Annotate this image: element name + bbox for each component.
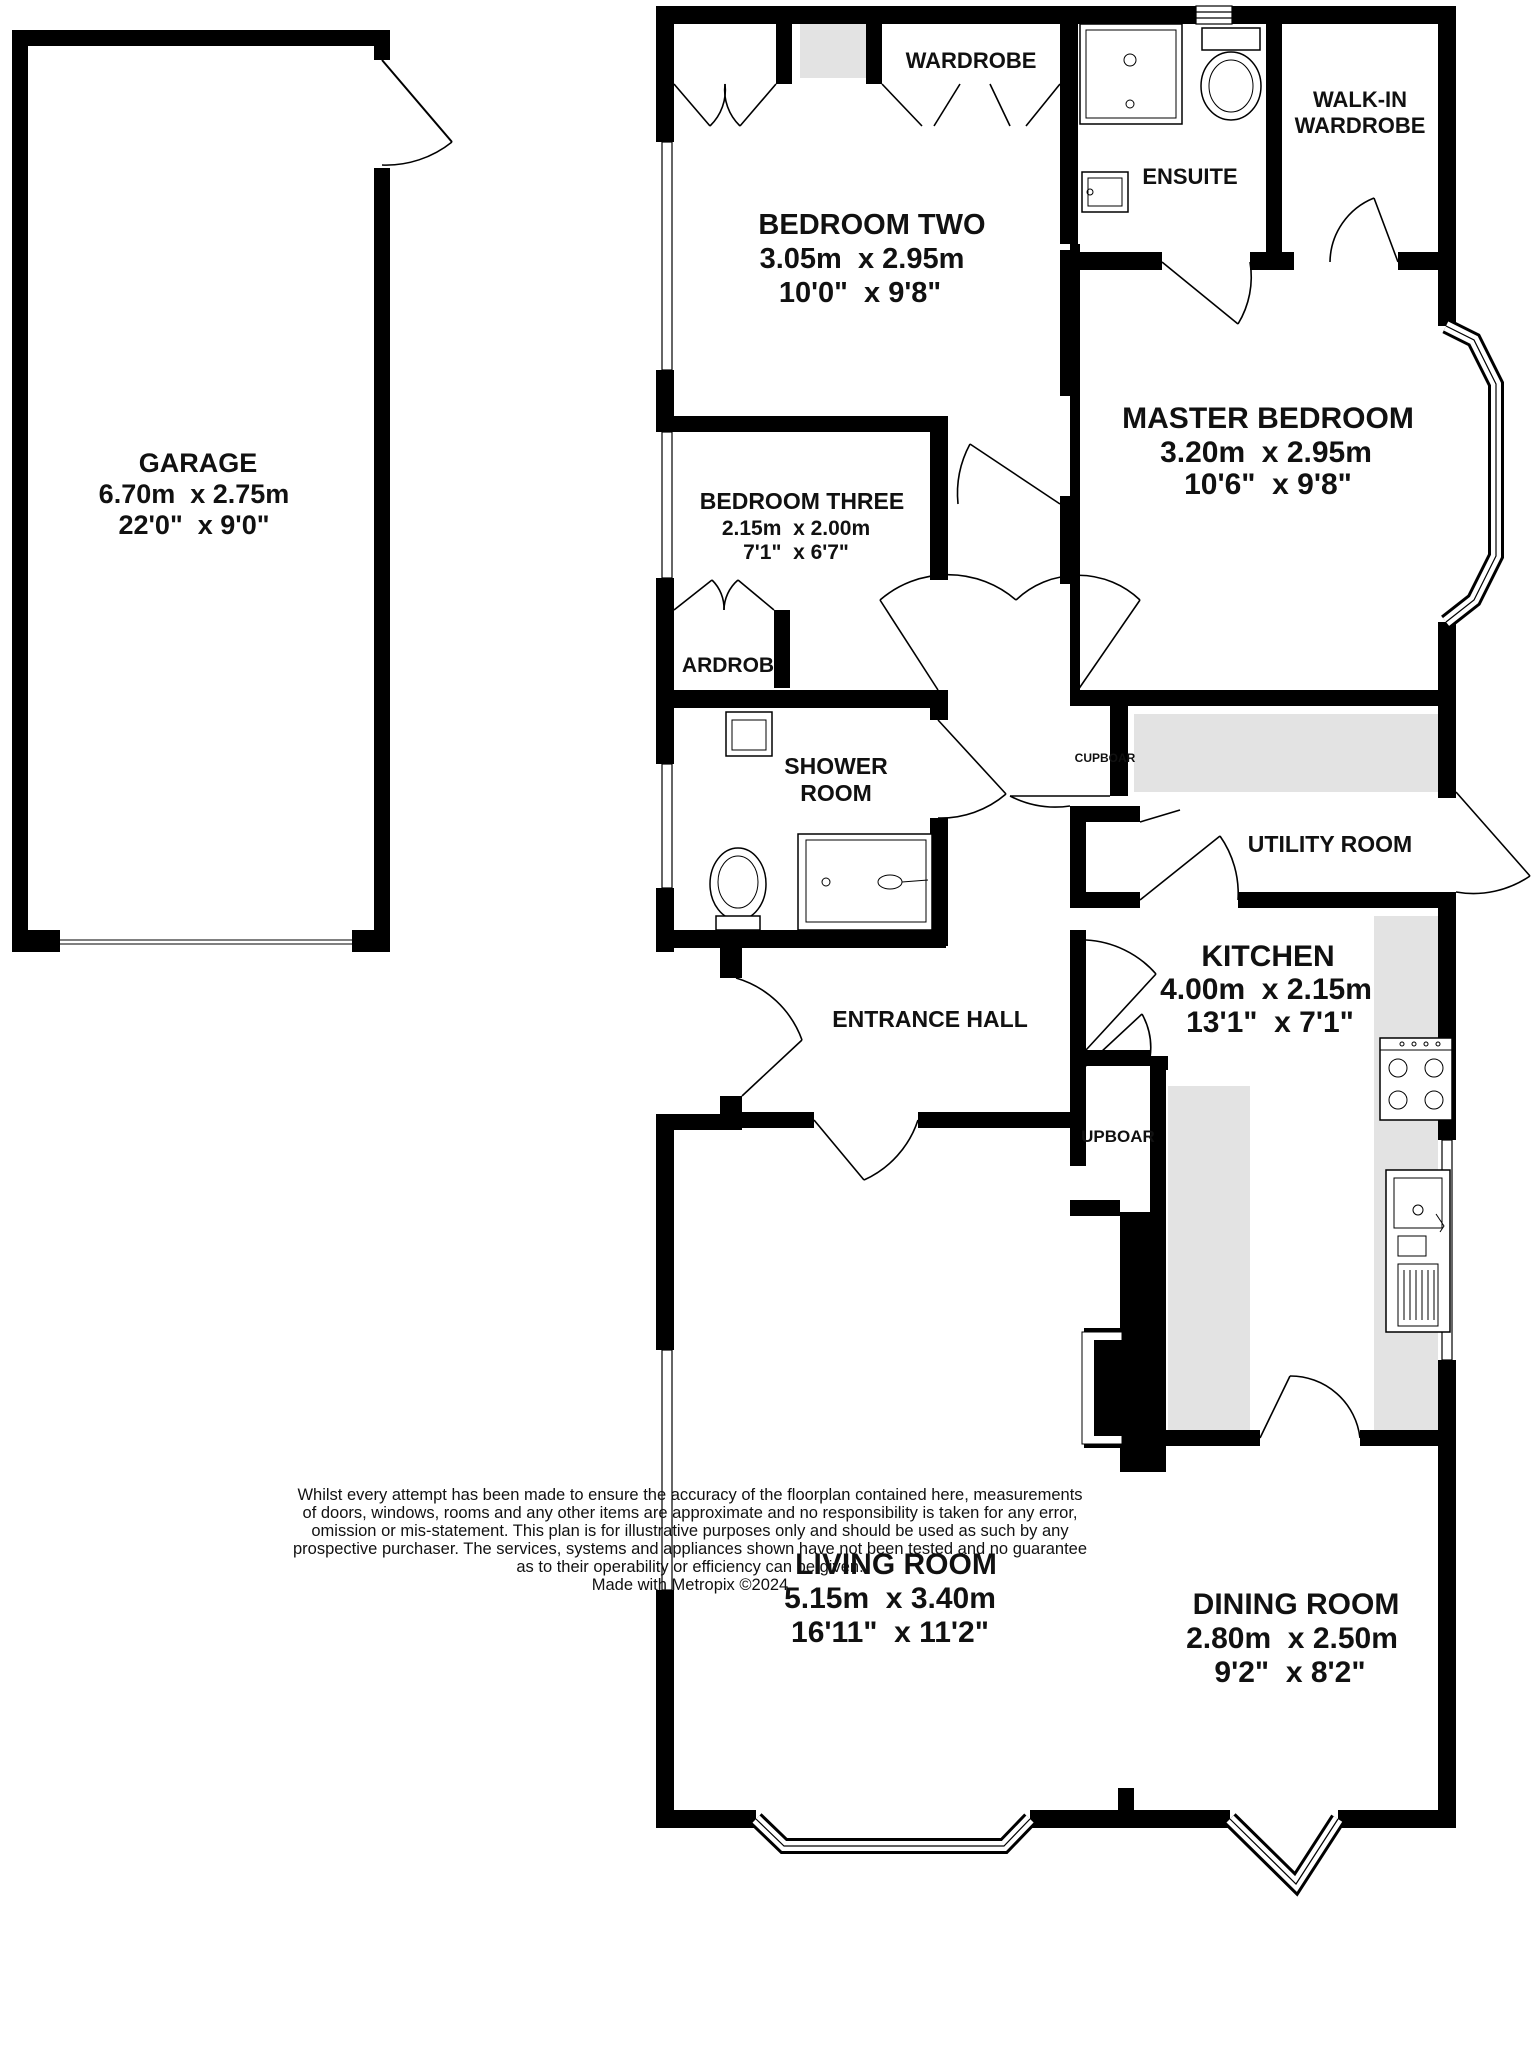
walk-in-label-1: WALK-IN xyxy=(1313,87,1407,112)
fireplace-icon xyxy=(1081,1331,1123,1445)
dining-room-metric: 2.80m x 2.50m xyxy=(1186,1622,1398,1655)
ensuite-shower-icon xyxy=(1079,23,1183,125)
dining-room-imperial: 9'2" x 8'2" xyxy=(1214,1656,1365,1689)
kitchen-imperial: 13'1" x 7'1" xyxy=(1186,1006,1354,1039)
disclaimer-line: Whilst every attempt has been made to en… xyxy=(297,1486,1083,1504)
ensuite-basin-icon xyxy=(1081,171,1129,213)
bedroom-three-imperial: 7'1" x 6'7" xyxy=(743,541,849,564)
fixtures xyxy=(709,23,1453,1445)
hall-cupboard-label: CUPBOAR xyxy=(1075,751,1136,765)
shower-room-basin-icon xyxy=(725,711,773,757)
master-bedroom-name: MASTER BEDROOM xyxy=(1122,402,1414,435)
walls xyxy=(656,6,1456,1828)
master-bedroom-imperial: 10'6" x 9'8" xyxy=(1184,468,1352,501)
doors xyxy=(673,83,1531,1439)
bedroom-two-name: BEDROOM TWO xyxy=(758,209,985,241)
shower-room-label-1: SHOWER xyxy=(784,753,888,779)
hob-icon xyxy=(1379,1037,1453,1121)
bedroom-two-wardrobe-label: WARDROBE xyxy=(906,48,1037,73)
disclaimer-line: as to their operability or efficiency ca… xyxy=(516,1558,864,1576)
kitchen-name: KITCHEN xyxy=(1201,940,1334,973)
bedroom-three-wardrobe-label: ARDROB xyxy=(682,654,774,677)
bedroom-three-metric: 2.15m x 2.00m xyxy=(722,517,870,540)
disclaimer: Whilst every attempt has been made to en… xyxy=(250,1486,1130,1594)
disclaimer-credit: Made with Metropix ©2024 xyxy=(591,1576,789,1594)
garage-name: GARAGE xyxy=(139,448,258,478)
bedroom-two-metric: 3.05m x 2.95m xyxy=(760,243,965,275)
room-labels: GARAGE 6.70m x 2.75m 22'0" x 9'0" BEDROO… xyxy=(99,48,1426,1689)
bedroom-three-name: BEDROOM THREE xyxy=(700,488,904,514)
ensuite-toilet-icon xyxy=(1200,27,1262,121)
kitchen-cupboard-label: UPBOAR xyxy=(1081,1127,1155,1146)
living-room-name: LIVING ROOM xyxy=(795,1548,997,1581)
disclaimer-line: of doors, windows, rooms and any other i… xyxy=(302,1504,1078,1522)
windows xyxy=(661,5,1504,1897)
entrance-hall-label: ENTRANCE HALL xyxy=(832,1006,1028,1032)
bedroom-two-imperial: 10'0" x 9'8" xyxy=(779,277,941,309)
master-bedroom-metric: 3.20m x 2.95m xyxy=(1160,436,1372,469)
ensuite-label: ENSUITE xyxy=(1142,164,1237,189)
living-room-imperial: 16'11" x 11'2" xyxy=(791,1616,989,1649)
garage-imperial: 22'0" x 9'0" xyxy=(118,510,269,540)
kitchen-metric: 4.00m x 2.15m xyxy=(1160,973,1372,1006)
dining-room-name: DINING ROOM xyxy=(1193,1588,1400,1621)
living-room-metric: 5.15m x 3.40m xyxy=(784,1582,996,1615)
disclaimer-line: omission or mis-statement. This plan is … xyxy=(311,1522,1069,1540)
garage-metric: 6.70m x 2.75m xyxy=(99,479,290,509)
walk-in-label-2: WARDROBE xyxy=(1295,113,1426,138)
kitchen-sink-icon xyxy=(1385,1169,1451,1333)
shower-room-toilet-icon xyxy=(709,847,767,931)
shower-room-label-2: ROOM xyxy=(800,780,872,806)
utility-room-label: UTILITY ROOM xyxy=(1248,831,1412,857)
shower-tray-icon xyxy=(797,833,933,931)
disclaimer-line: prospective purchaser. The services, sys… xyxy=(292,1540,1088,1558)
garage xyxy=(12,30,453,952)
